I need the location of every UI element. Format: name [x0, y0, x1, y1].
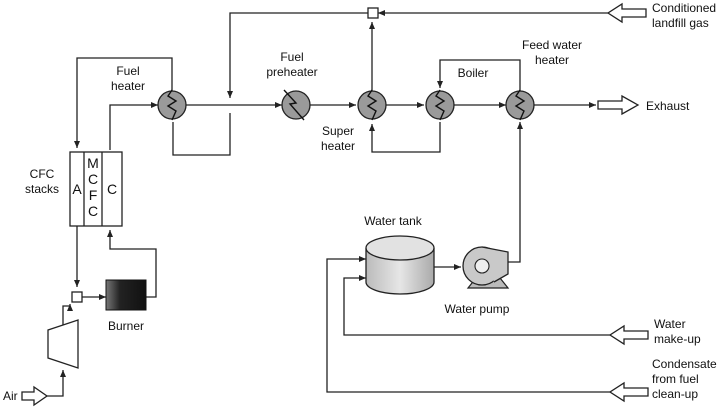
- label-conditioned-gas-1: Conditioned: [652, 1, 716, 15]
- stack-cathode-label: C: [107, 181, 117, 197]
- water-pump: [463, 247, 508, 288]
- exhaust-outlet-arrow: [598, 96, 638, 114]
- conditioned-gas-inlet-arrow: [608, 4, 646, 22]
- label-fuel-preheater-2: preheater: [266, 65, 317, 79]
- super-heater-exchanger: [358, 90, 386, 120]
- air-mixer-node: [72, 292, 82, 302]
- stack-anode-label: A: [72, 181, 82, 197]
- label-condensate-1: Condensate: [652, 357, 717, 371]
- stack-mcfc-c1: C: [88, 171, 98, 187]
- pipe-pump-to-feedwater: [508, 122, 520, 262]
- burner: [106, 280, 146, 310]
- stack-mcfc-c2: C: [88, 203, 98, 219]
- fuel-heater-exchanger: [158, 90, 186, 120]
- label-burner: Burner: [108, 319, 144, 333]
- label-fuel-heater-2: heater: [111, 79, 145, 93]
- label-water-tank: Water tank: [364, 214, 423, 228]
- label-condensate-2: from fuel: [652, 372, 699, 386]
- air-compressor: [48, 320, 78, 368]
- label-feed-water-heater-1: Feed water: [522, 38, 582, 52]
- label-water-pump: Water pump: [445, 302, 510, 316]
- feed-water-heater-exchanger: [506, 90, 534, 120]
- label-feed-water-heater-2: heater: [535, 53, 569, 67]
- air-inlet-arrow: [22, 387, 47, 405]
- water-makeup-inlet-arrow: [610, 326, 648, 344]
- pipe-air-to-compressor: [46, 370, 63, 396]
- stack-mcfc-m: M: [87, 155, 99, 171]
- label-boiler: Boiler: [458, 66, 489, 80]
- label-super-heater-1: Super: [322, 124, 354, 138]
- label-cfc-stacks-1: CFC: [30, 167, 55, 181]
- pipe-boiler-loop: [372, 122, 440, 152]
- pipe-fuel-loop: [173, 113, 230, 155]
- label-fuel-heater-1: Fuel: [116, 64, 139, 78]
- boiler-exchanger: [426, 90, 454, 120]
- stack-mcfc-f: F: [89, 187, 98, 203]
- pipe-cathode-to-fuelheater: [110, 105, 158, 150]
- label-water-makeup-1: Water: [654, 317, 686, 331]
- fuel-preheater-exchanger: [282, 90, 310, 120]
- label-super-heater-2: heater: [321, 139, 355, 153]
- label-conditioned-gas-2: landfill gas: [652, 16, 709, 30]
- label-water-makeup-2: make-up: [654, 332, 701, 346]
- label-air: Air: [3, 389, 18, 403]
- label-exhaust: Exhaust: [646, 99, 690, 113]
- condensate-inlet-arrow: [610, 383, 648, 401]
- gas-mixer-node: [368, 8, 378, 18]
- label-fuel-preheater-1: Fuel: [280, 50, 303, 64]
- water-tank: [366, 236, 434, 294]
- label-condensate-3: clean-up: [652, 387, 698, 401]
- cfc-stack: A M C F C C: [70, 152, 122, 226]
- label-cfc-stacks-2: stacks: [25, 182, 59, 196]
